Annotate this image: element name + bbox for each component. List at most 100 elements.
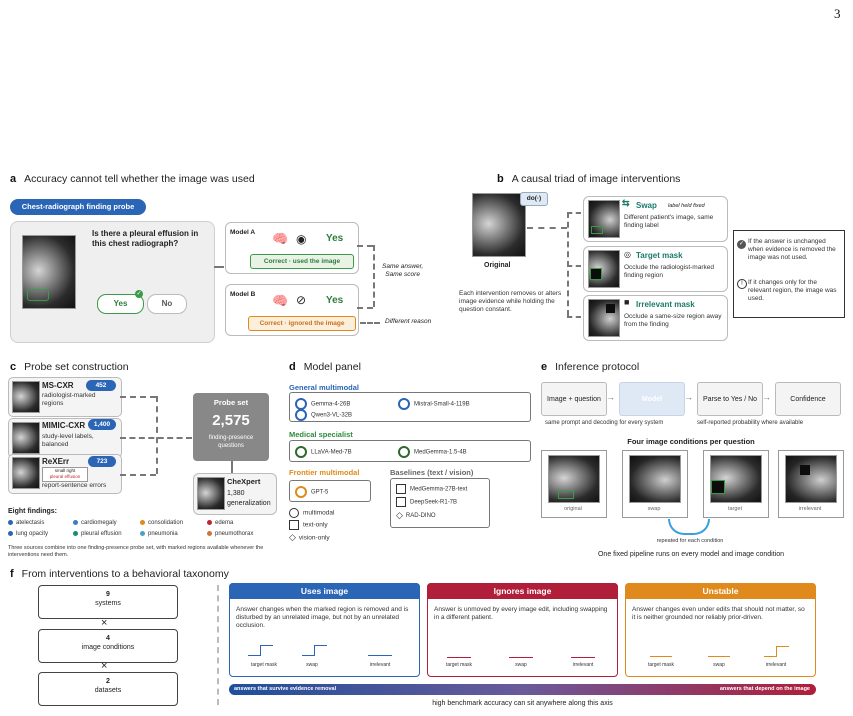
mini-plot	[314, 645, 327, 656]
text-only-icon	[396, 484, 406, 494]
arrow	[360, 322, 380, 324]
probe-label: Chest-radiograph finding probe	[10, 199, 146, 215]
step-parse: Parse to Yes / No	[697, 382, 763, 416]
xray-condition-original	[548, 455, 600, 503]
swap-title: Swap	[636, 201, 657, 210]
category-desc: Answer is unmoved by every image edit, i…	[434, 606, 608, 622]
eye-crossed-icon: ⊘	[296, 293, 307, 307]
finding-label: atelectasis	[16, 520, 45, 527]
chexpert-name: CheXpert	[227, 477, 261, 486]
condition-label: target	[727, 506, 743, 512]
finding-item: pneumothorax	[207, 531, 253, 539]
category-head: Unstable	[625, 583, 816, 599]
legend-item: multimodal	[289, 508, 334, 518]
connector	[120, 396, 156, 398]
interpretation-box	[733, 230, 845, 318]
yes-option[interactable]: Yes	[97, 294, 144, 314]
page-number: 3	[834, 6, 841, 21]
check-icon: ✓	[737, 240, 746, 249]
condition-label: swap	[647, 506, 661, 512]
multimodal-ring	[295, 446, 307, 458]
alert-icon: !	[737, 279, 747, 289]
mini-plot	[447, 657, 471, 658]
mini-plot	[248, 645, 260, 656]
model-name: GPT-5	[311, 489, 329, 496]
legend-label: vision-only	[298, 534, 330, 542]
condition-label: original	[564, 506, 582, 512]
swap-desc: Different patient's image, same finding …	[624, 214, 714, 230]
repeat-label: repeated for each condition	[656, 538, 724, 544]
times-icon: ×	[101, 660, 108, 672]
step-image-question: Image + question	[541, 382, 607, 416]
legend-label: text-only	[303, 521, 328, 529]
target-icon: ◎	[624, 250, 631, 259]
target-desc: Occlude the radiologist-marked finding r…	[624, 264, 714, 280]
model-item: MedGemma-1.5-4B	[398, 446, 467, 458]
finding-dot	[140, 520, 145, 525]
connector	[567, 212, 569, 316]
brain-icon: 🧠	[272, 293, 289, 308]
xray-condition-irrelevant	[785, 455, 837, 503]
note-changes: If it changes only for the relevant regi…	[748, 279, 837, 303]
model-name: Gemma-4-26B	[311, 401, 351, 408]
finding-item: cardiomegaly	[73, 520, 117, 528]
probe-set-desc: finding-presence questions	[208, 435, 254, 449]
mini-plot	[650, 656, 672, 657]
no-option[interactable]: No	[147, 294, 187, 314]
result-b: Correct · ignored the image	[248, 316, 356, 331]
original-label: Original	[484, 262, 511, 269]
connector	[527, 227, 567, 229]
chexpert-count: 1,380	[227, 490, 245, 497]
factor-label: image conditions	[81, 644, 135, 652]
model-name: DeepSeek-R1-7B	[410, 499, 458, 506]
protocol-note-right: self-reported probability where availabl…	[697, 420, 804, 426]
text-only-legend-icon	[289, 520, 299, 530]
mini-plot	[260, 645, 273, 656]
mini-label: swap	[713, 662, 725, 668]
bar-right-label: answers that depend on the image	[719, 686, 810, 692]
eye-icon: ◉	[296, 232, 307, 246]
xray-source	[12, 457, 40, 489]
mini-label: swap	[515, 662, 527, 668]
mini-label: target mask	[647, 662, 675, 668]
finding-label: cardiomegaly	[81, 520, 117, 527]
target-mask-block	[711, 480, 725, 494]
model-item: LLaVA-Med-7B	[295, 446, 352, 458]
swap-note: label held fixed	[668, 203, 705, 209]
finding-item: lung opacity	[8, 531, 48, 539]
chexpert-desc: generalization	[227, 500, 271, 507]
panel-e-title-text: Inference protocol	[555, 361, 640, 373]
model-name: Qwen3-VL-32B	[311, 412, 353, 419]
baselines-title: Baselines (text / vision)	[390, 468, 474, 477]
medical-box	[289, 440, 531, 462]
source-count: 723	[88, 456, 116, 467]
findings-title: Eight findings:	[8, 508, 57, 515]
target-title: Target mask	[636, 251, 683, 260]
bar-left-label: answers that survive evidence removal	[234, 686, 337, 692]
step-confidence: Confidence	[775, 382, 841, 416]
vision-only-icon: ◇	[396, 510, 403, 520]
baselines-box	[390, 478, 490, 528]
condition-frame	[622, 450, 688, 518]
protocol-footer: One fixed pipeline runs on every model a…	[597, 551, 784, 558]
legend-item: text-only	[289, 520, 328, 530]
finding-dot	[73, 520, 78, 525]
protocol-note-left: same prompt and decoding for every syste…	[545, 420, 664, 426]
xray-irrelevant	[588, 299, 620, 337]
category-desc: Answer changes even under edits that sho…	[632, 606, 805, 622]
model-a-label: Model A	[230, 229, 256, 236]
different-reason-note: Different reason	[385, 318, 432, 325]
region-marker	[591, 226, 603, 234]
vision-only-legend-icon: ◇	[289, 532, 296, 542]
target-mask-block	[590, 268, 602, 280]
source-name: MS-CXR	[42, 381, 74, 390]
swap-icon: ⇆	[622, 198, 630, 208]
connector	[214, 266, 224, 268]
category-head: Ignores image	[427, 583, 618, 599]
connector	[567, 212, 581, 214]
factor-conditions: 4 image conditions	[38, 629, 178, 663]
connector	[567, 265, 581, 267]
